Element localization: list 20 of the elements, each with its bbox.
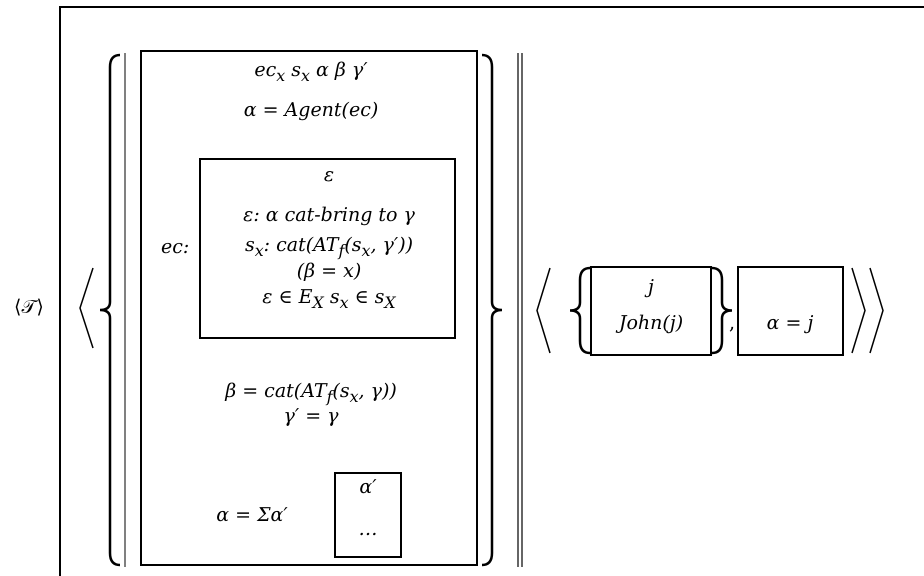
- formula-text: α′: [359, 476, 377, 498]
- formula-text: ε ∈ E$_{X}$ s$_{x}$ ∈ s$_{X}$: [262, 286, 396, 314]
- formula-text: ec$_{x}$ s$_{x}$ α β γ′: [254, 59, 368, 87]
- formula-label: ec:: [161, 236, 190, 258]
- theory-symbol: ⟨𝒯⟩: [14, 296, 44, 318]
- formula-text: s$_{x}$: cat(AT$_{f}$(s$_{x}$, γ′)): [244, 234, 414, 262]
- formula-text: ε: [324, 164, 334, 186]
- formula-text: α = Σα′: [216, 504, 288, 526]
- drs-box: [737, 266, 844, 356]
- formula-text: α = Agent(ec): [244, 99, 378, 121]
- formula-text: β = cat(AT$_{f}$(s$_{x}$, γ)): [225, 380, 397, 408]
- formula-text: α = j: [766, 312, 814, 334]
- formula-text: γ′ = γ: [283, 405, 339, 427]
- formula-text: ε: α cat-bring to γ: [243, 204, 415, 226]
- formula-text: (β = x): [296, 260, 362, 282]
- drs-box: [590, 266, 712, 356]
- drs-box: [140, 50, 478, 566]
- formula-text: …: [358, 518, 378, 540]
- comma: ,: [729, 312, 736, 334]
- drs-box: [334, 472, 402, 558]
